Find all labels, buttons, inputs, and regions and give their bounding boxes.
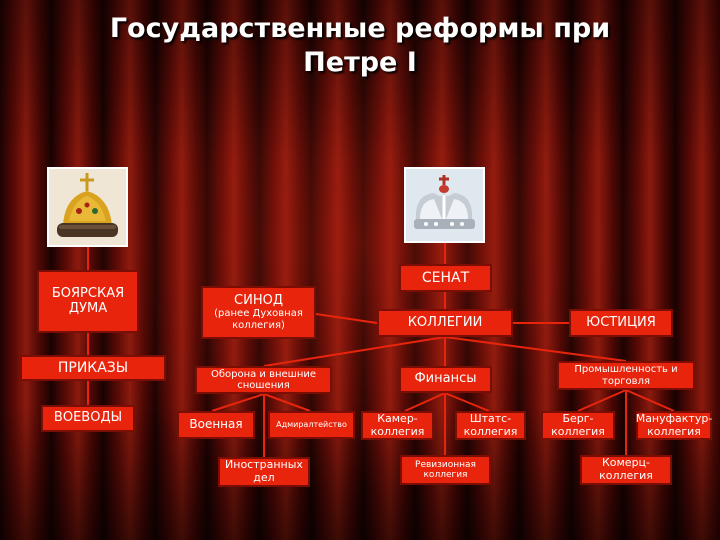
industry-group-label: Промышленность и торговля [574,364,678,387]
military-college-box: Военная [177,411,255,439]
kamer-college-box: Камер-коллегия [361,411,434,440]
finance-group-label: Финансы [414,371,477,387]
sinod-label: СИНОД [234,292,283,308]
kommerz-college-box: Комерц-коллегия [580,455,672,485]
defense-group-label: Оборона и внешние сношения [210,368,317,392]
imperial-crown-icon [406,169,483,241]
cap-of-monomakh-icon [49,169,126,245]
kollegii-box: КОЛЛЕГИИ [377,309,513,337]
page-title: Государственные реформы при Петре I [60,12,660,80]
kommerz-college-label: Комерц-коллегия [599,456,653,482]
foreign-affairs-college-label: Иностранных дел [225,458,303,484]
kollegii-label: КОЛЛЕГИИ [407,314,483,330]
manufaktur-college-label: Мануфактур-коллегия [635,411,713,438]
voevody-label: ВОЕВОДЫ [53,410,123,426]
justice-label: ЮСТИЦИЯ [586,314,656,330]
finance-group-box: Финансы [399,366,492,393]
revision-college-box: Ревизионная коллегия [400,455,491,485]
sinod-box: СИНОД (ранее Духовная коллегия) [201,286,316,339]
admiralty-college-label: Адмиралтейство [276,420,347,430]
military-college-label: Военная [189,417,243,432]
shtats-college-label: Штатс-коллегия [463,411,518,438]
imperial-crown-picture [404,167,485,243]
revision-college-label: Ревизионная коллегия [415,459,476,480]
prikazy-box: ПРИКАЗЫ [20,355,166,381]
defense-group-box: Оборона и внешние сношения [195,366,332,394]
senat-label: СЕНАТ [421,269,470,286]
kamer-college-label: Камер-коллегия [370,411,425,438]
shtats-college-box: Штатс-коллегия [455,411,526,440]
foreign-affairs-college-box: Иностранных дел [218,457,310,487]
title-line-2: Петре I [303,47,417,78]
manufaktur-college-box: Мануфактур-коллегия [636,411,712,440]
berg-college-box: Берг-коллегия [541,411,615,440]
title-line-1: Государственные реформы при [109,13,611,44]
industry-group-box: Промышленность и торговля [557,361,695,390]
admiralty-college-box: Адмиралтейство [268,411,355,439]
cap-of-monomakh-picture [47,167,128,247]
boyar-duma-label: БОЯРСКАЯ ДУМА [51,285,125,316]
prikazy-label: ПРИКАЗЫ [57,359,129,376]
berg-college-label: Берг-коллегия [551,411,605,438]
senat-box: СЕНАТ [399,264,492,292]
boyar-duma-box: БОЯРСКАЯ ДУМА [37,270,139,333]
voevody-box: ВОЕВОДЫ [41,405,135,432]
justice-box: ЮСТИЦИЯ [569,309,673,337]
sinod-note: (ранее Духовная коллегия) [214,308,303,331]
